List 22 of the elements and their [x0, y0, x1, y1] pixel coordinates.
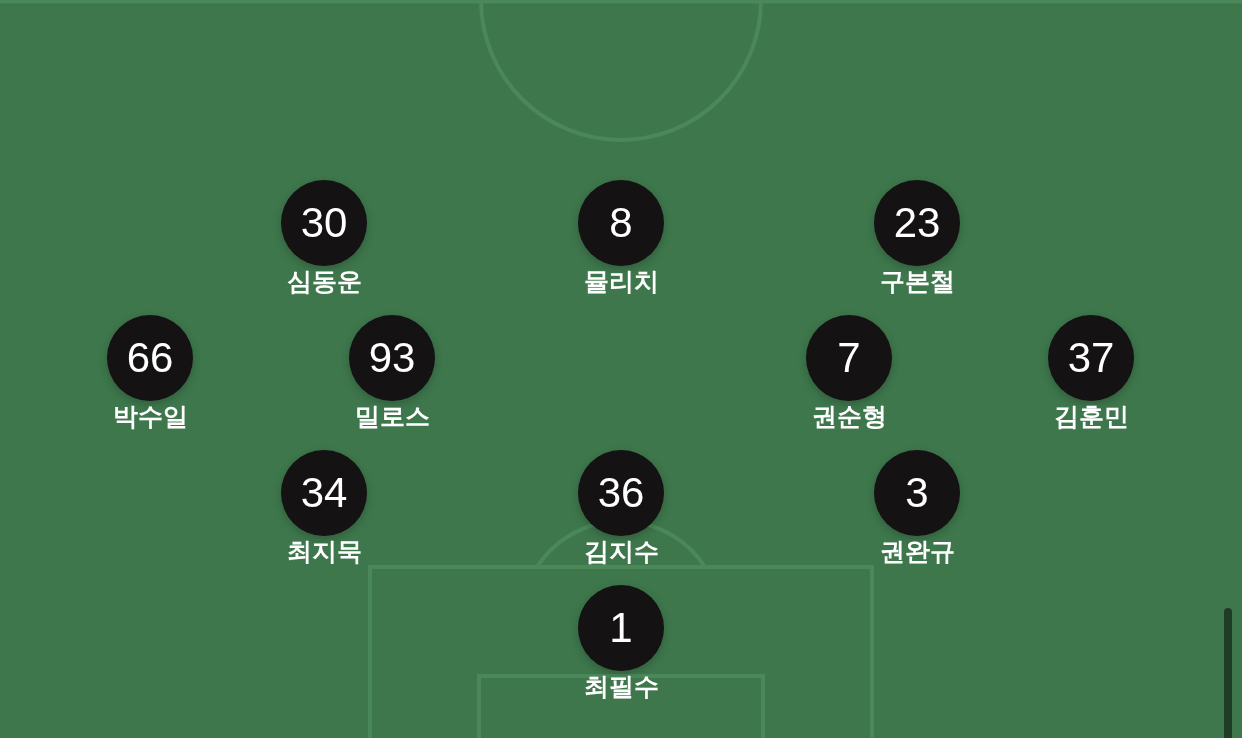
number-circle: 30: [281, 180, 367, 266]
player-name: 구본철: [879, 267, 955, 297]
number-circle: 7: [806, 315, 892, 401]
number-circle: 8: [578, 180, 664, 266]
player-name: 심동운: [286, 267, 362, 297]
number-circle: 34: [281, 450, 367, 536]
player-name: 뮬리치: [583, 267, 659, 297]
number-circle: 3: [874, 450, 960, 536]
player-name: 박수일: [112, 402, 188, 432]
number-circle: 66: [107, 315, 193, 401]
number-circle: 93: [349, 315, 435, 401]
number-circle: 37: [1048, 315, 1134, 401]
player-name: 김지수: [583, 537, 659, 567]
player-name: 김훈민: [1053, 402, 1129, 432]
player-name: 권완규: [879, 537, 955, 567]
player-name: 밀로스: [354, 402, 430, 432]
player-name: 최필수: [583, 672, 659, 702]
number-circle: 23: [874, 180, 960, 266]
number-circle: 1: [578, 585, 664, 671]
number-circle: 36: [578, 450, 664, 536]
player-name: 권순형: [811, 402, 887, 432]
player-name: 최지묵: [286, 537, 362, 567]
